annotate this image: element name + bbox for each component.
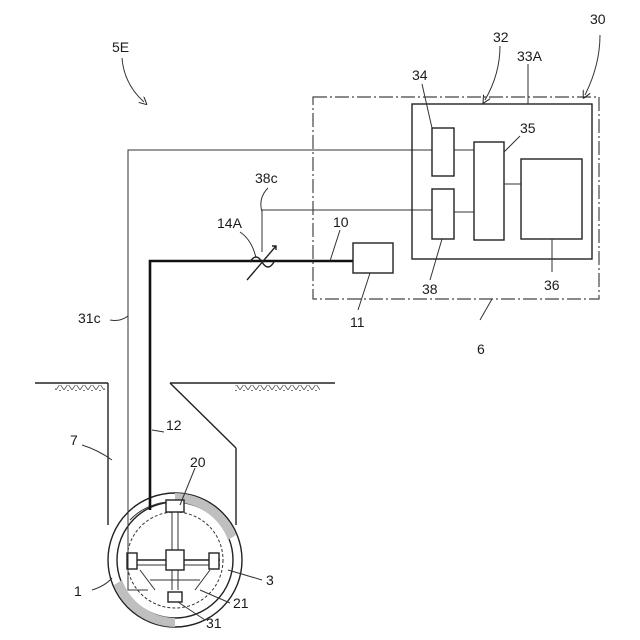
label-block-38: 38 bbox=[422, 281, 438, 297]
label-panel: 33A bbox=[517, 48, 543, 64]
label-sensor-31: 31 bbox=[206, 615, 222, 631]
block-35[interactable] bbox=[474, 142, 504, 240]
label-block-36: 36 bbox=[544, 277, 560, 293]
label-block-35: 35 bbox=[520, 120, 536, 136]
label-sensor-20: 20 bbox=[190, 454, 206, 470]
label-pipe: 1 bbox=[74, 583, 82, 599]
label-cable-12: 12 bbox=[166, 417, 182, 433]
ground-hatch-icon bbox=[55, 385, 105, 391]
block-36[interactable] bbox=[521, 159, 582, 239]
sensor-frame bbox=[127, 500, 220, 602]
block-34[interactable] bbox=[432, 128, 454, 176]
label-coupler: 14A bbox=[217, 215, 243, 231]
label-block-34: 34 bbox=[412, 67, 428, 83]
label-system: 30 bbox=[590, 11, 606, 27]
device-11[interactable] bbox=[353, 243, 393, 273]
label-line-38c: 38c bbox=[255, 170, 278, 186]
label-fig-ref: 5E bbox=[112, 39, 129, 55]
label-fiber-10: 10 bbox=[333, 214, 349, 230]
label-pit: 7 bbox=[70, 432, 78, 448]
label-unit: 32 bbox=[493, 29, 509, 45]
ground-surface bbox=[35, 383, 335, 391]
label-lining: 3 bbox=[266, 572, 274, 588]
label-device-11: 11 bbox=[350, 314, 365, 330]
line-31c bbox=[128, 150, 432, 590]
block-38[interactable] bbox=[432, 189, 454, 239]
label-line-31c: 31c bbox=[78, 310, 101, 326]
label-enclosure-6: 6 bbox=[477, 341, 485, 357]
label-frame: 21 bbox=[233, 595, 249, 611]
